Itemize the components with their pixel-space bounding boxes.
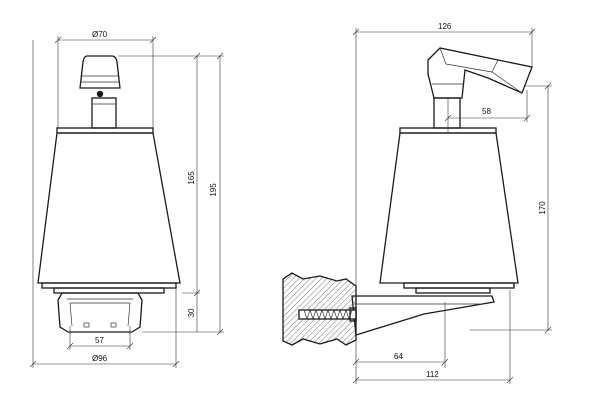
- dim-bottom-diameter: Ø96: [29, 40, 180, 368]
- dim-base-height: 30: [187, 293, 198, 332]
- side-stem: [433, 97, 461, 129]
- front-collar: [41, 282, 177, 289]
- nozzle-dot: [96, 90, 104, 98]
- side-collar: [403, 282, 515, 289]
- front-cap: [56, 127, 154, 134]
- front-stem: [91, 97, 117, 129]
- dim-height-inner-label: 165: [187, 171, 196, 185]
- dim-bottom-diameter-label: Ø96: [92, 354, 108, 363]
- front-base: [57, 292, 143, 333]
- wall-bracket: [351, 295, 495, 336]
- dim-wall-projection: 112: [352, 290, 514, 384]
- dim-height-inner: 165: [118, 52, 201, 297]
- dim-top-diameter: Ø70: [54, 30, 157, 128]
- dim-base-width: 57: [66, 326, 134, 350]
- side-view: 126 58 170 64: [282, 22, 552, 384]
- dim-mount-height-label: 170: [538, 201, 547, 215]
- front-pump-head: [79, 55, 121, 89]
- dim-height-total-label: 195: [209, 183, 218, 197]
- dim-wall-projection-label: 112: [426, 370, 439, 379]
- dim-total-depth-label: 126: [438, 22, 452, 31]
- front-body: [37, 132, 181, 284]
- dim-mount-height: 170: [470, 82, 552, 334]
- wall-section: [282, 272, 357, 346]
- dim-height-total: 195: [142, 52, 224, 336]
- dim-bracket-depth: 64: [352, 302, 449, 368]
- dim-bracket-depth-label: 64: [394, 352, 403, 361]
- dim-base-width-label: 57: [95, 336, 104, 345]
- dim-top-diameter-label: Ø70: [92, 30, 108, 39]
- dim-total-depth: 126: [352, 22, 536, 286]
- side-body: [379, 132, 519, 284]
- dim-spout-offset-label: 58: [482, 107, 491, 116]
- dim-spout-offset: 58: [444, 98, 531, 132]
- front-view: Ø70 165 195 30: [29, 30, 224, 368]
- dim-base-height-label: 30: [187, 308, 196, 317]
- side-pump-head: [427, 47, 533, 99]
